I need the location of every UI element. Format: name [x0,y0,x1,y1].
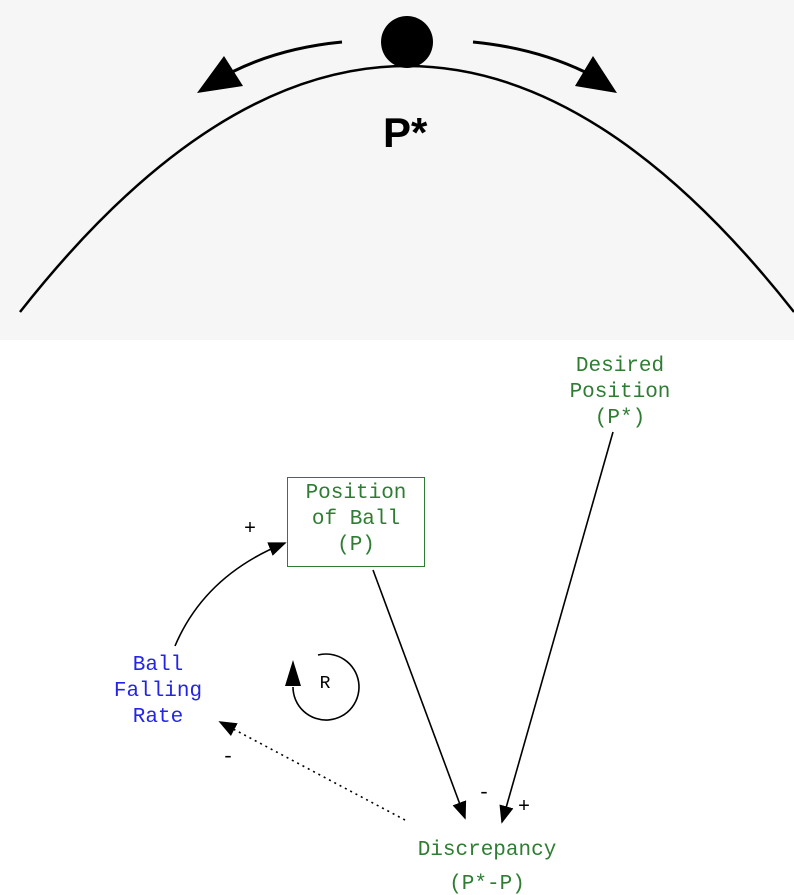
roll-left-arrowhead [197,56,243,93]
polarity-desired-to-discrepancy: + [518,796,531,819]
desired-position-label: Desired Position (P*) [569,355,671,430]
link-discrepancy-to-rate [218,721,406,821]
ball-falling-rate-label: Ball Falling Rate [113,654,203,729]
loop-indicator-arrowhead [285,660,301,686]
position-of-ball-box [287,477,425,567]
polarity-position-to-discrepancy: - [478,782,491,805]
loop-indicator-arc [292,653,360,721]
roll-right-arrowhead [575,56,617,93]
equilibrium-label: P* [383,109,428,156]
discrepancy-label: Discrepancy (P*-P) [417,839,557,895]
link-desired-to-discrepancy [499,431,614,824]
ball [381,16,433,68]
hill-curve [19,64,794,313]
roll-left-arrow [231,40,343,74]
position-of-ball-label: Position of Ball (P) [305,482,407,557]
link-rate-to-position [174,542,287,647]
polarity-discrepancy-to-rate: - [222,746,235,769]
roll-right-arrow [472,40,586,74]
polarity-rate-to-position: + [244,518,257,541]
link-position-to-discrepancy [372,569,467,820]
loop-label: R [319,674,331,694]
